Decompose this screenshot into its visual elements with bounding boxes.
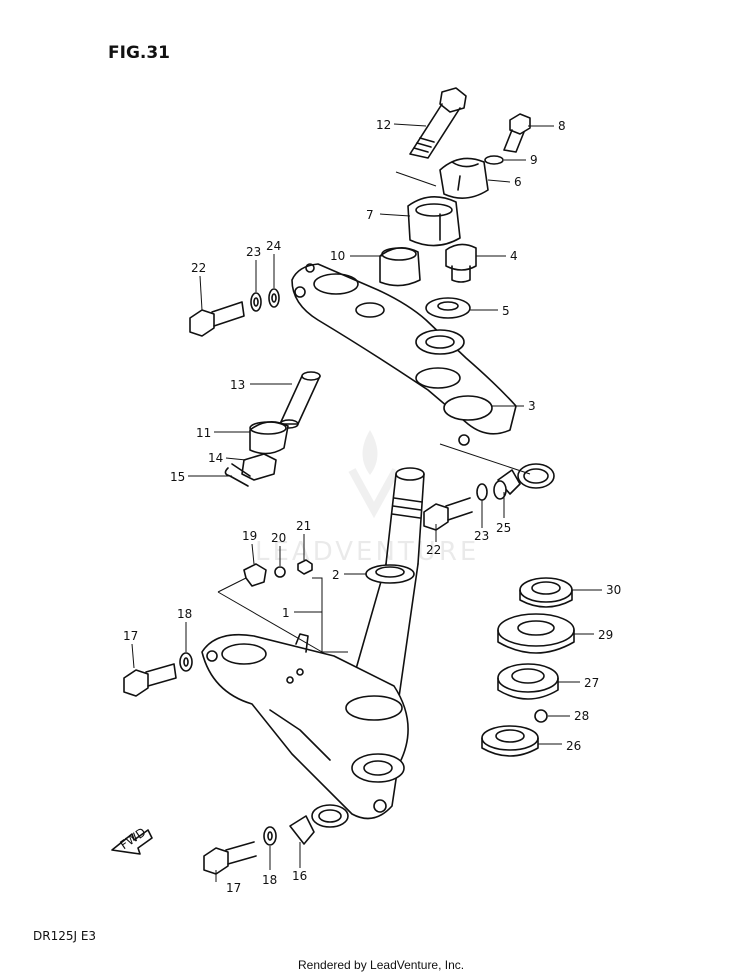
- part-19-clamp[interactable]: [243, 563, 267, 587]
- part-14-nut[interactable]: [241, 453, 277, 481]
- part-8-bolt[interactable]: [503, 113, 531, 153]
- part-12-bolt[interactable]: [409, 87, 467, 159]
- watermark: LEADVENTURE: [255, 430, 479, 567]
- footer-credit: Rendered by LeadVenture, Inc.: [298, 958, 464, 972]
- callout-1: 1: [282, 606, 290, 620]
- figure-title: FIG.31: [108, 43, 170, 63]
- assembly-guide-lines: [217, 171, 531, 653]
- callout-13: 13: [230, 378, 245, 392]
- callout-16: 16: [292, 869, 307, 883]
- watermark-text: LEADVENTURE: [255, 537, 479, 567]
- part-10-cushion[interactable]: [379, 247, 421, 287]
- callout-5: 5: [502, 304, 510, 318]
- callout-23-upper: 23: [246, 245, 261, 259]
- part-5-washer[interactable]: [425, 297, 471, 319]
- callout-17-mid: 17: [123, 629, 138, 643]
- callout-17-bottom: 17: [226, 881, 241, 895]
- part-17-bolt-bottom[interactable]: [203, 841, 257, 875]
- part-17-bolt-mid[interactable]: [123, 663, 177, 697]
- callout-30: 30: [606, 583, 621, 597]
- callout-14: 14: [208, 451, 223, 465]
- part-28-steel-ball[interactable]: [534, 709, 548, 723]
- fwd-arrow-icon: FWD: [111, 825, 153, 855]
- callout-10: 10: [330, 249, 345, 263]
- part-18-washer-mid[interactable]: [179, 652, 193, 672]
- part-23-washer-upper[interactable]: [250, 292, 262, 312]
- part-29-dust-seal[interactable]: [497, 613, 575, 654]
- callout-18-mid: 18: [177, 607, 192, 621]
- part-4-stem-bolt[interactable]: [445, 243, 477, 283]
- callout-22-upper: 22: [191, 261, 206, 275]
- part-23-washer-mid[interactable]: [476, 483, 488, 501]
- callout-25: 25: [496, 521, 511, 535]
- part-1-steering-stem[interactable]: [201, 467, 425, 820]
- part-16-plate[interactable]: [289, 804, 349, 845]
- part-20-nut[interactable]: [274, 566, 286, 578]
- part-21-screw[interactable]: [297, 559, 313, 575]
- part-26-bearing-race[interactable]: [481, 725, 539, 757]
- part-27-bearing-race[interactable]: [497, 663, 559, 700]
- callout-6: 6: [514, 175, 522, 189]
- callout-26: 26: [566, 739, 581, 753]
- callout-11: 11: [196, 426, 211, 440]
- part-9-washer[interactable]: [484, 155, 504, 165]
- callout-21: 21: [296, 519, 311, 533]
- part-22-bolt-mid[interactable]: [423, 497, 473, 531]
- part-3-upper-bracket[interactable]: [291, 263, 517, 446]
- callout-18-bottom: 18: [262, 873, 277, 887]
- callout-23-mid: 23: [474, 529, 489, 543]
- callout-9: 9: [530, 153, 538, 167]
- callout-2: 2: [332, 568, 340, 582]
- part-30-stem-nut[interactable]: [519, 577, 573, 608]
- part-24-washer-upper[interactable]: [268, 288, 280, 308]
- part-18-washer-bottom[interactable]: [263, 826, 277, 846]
- callout-24: 24: [266, 239, 281, 253]
- part-2-dust-seal[interactable]: [365, 564, 415, 584]
- callout-19: 19: [242, 529, 257, 543]
- callout-4: 4: [510, 249, 518, 263]
- callouts: 12 8 9 6 7 10 4 22 23 24 5 13 3: [123, 118, 621, 895]
- callout-20: 20: [271, 531, 286, 545]
- part-11-cushion[interactable]: [249, 421, 289, 455]
- callout-8: 8: [558, 119, 566, 133]
- callout-22-mid: 22: [426, 543, 441, 557]
- part-22-washer-mid-b[interactable]: [493, 480, 507, 500]
- part-13-collar[interactable]: [279, 371, 321, 429]
- part-22-bolt-upper[interactable]: [189, 301, 245, 337]
- model-code: DR125J E3: [33, 929, 96, 943]
- callout-29: 29: [598, 628, 613, 642]
- callout-28: 28: [574, 709, 589, 723]
- callout-3: 3: [528, 399, 536, 413]
- part-7-handlebar-holder[interactable]: [407, 196, 461, 247]
- callout-27: 27: [584, 676, 599, 690]
- part-6-handlebar-clamp[interactable]: [439, 157, 489, 199]
- callout-7: 7: [366, 208, 374, 222]
- callout-15: 15: [170, 470, 185, 484]
- callout-12: 12: [376, 118, 391, 132]
